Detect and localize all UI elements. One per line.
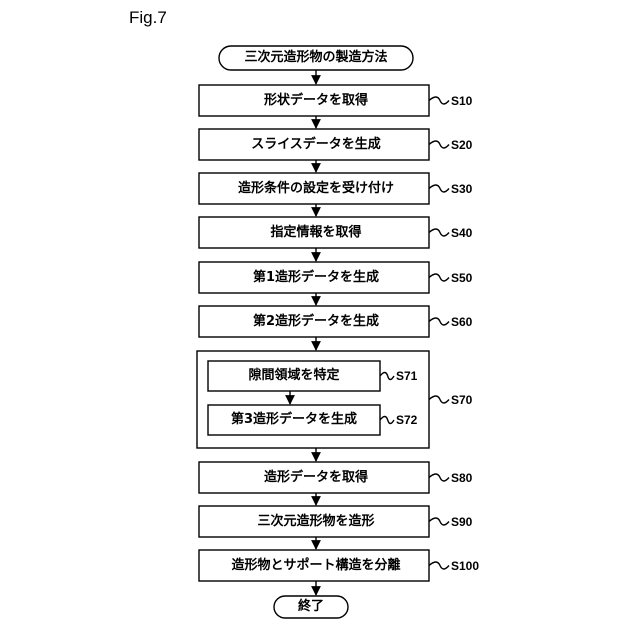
- step-id-s50: S50: [451, 271, 472, 285]
- step-leader-line: [429, 518, 449, 525]
- substep-id-s72: S72: [396, 413, 417, 427]
- start-label: 三次元造形物の製造方法: [244, 50, 387, 66]
- step-label-s100: 造形物とサポート構造を分離: [231, 558, 400, 574]
- step-id-s70: S70: [451, 393, 472, 407]
- substep-id-s71: S71: [396, 369, 417, 383]
- step-leader-line: [429, 185, 449, 192]
- step-label-s60: 第2造形データを生成: [253, 314, 379, 330]
- step-id-s60: S60: [451, 315, 472, 329]
- step-id-s30: S30: [451, 182, 472, 196]
- step-id-s20: S20: [451, 138, 472, 152]
- substep-label-s71: 隙間領域を特定: [248, 368, 339, 384]
- step-leader-line: [429, 274, 449, 281]
- step-label-s40: 指定情報を取得: [270, 225, 361, 241]
- step-leader-line: [429, 97, 449, 104]
- step-leader-line: [429, 229, 449, 236]
- end-label: 終了: [298, 599, 324, 615]
- step-id-s40: S40: [451, 226, 472, 240]
- step-id-s80: S80: [451, 471, 472, 485]
- step-leader-line: [429, 474, 449, 481]
- step-leader-line: [429, 562, 449, 569]
- step-label-s30: 造形条件の設定を受け付け: [238, 181, 394, 197]
- process-group-s70: [197, 351, 429, 448]
- step-id-s10: S10: [451, 94, 472, 108]
- step-leader-line: [429, 141, 449, 148]
- step-label-s50: 第1造形データを生成: [253, 270, 379, 286]
- step-leader-line: [429, 396, 449, 403]
- step-label-s80: 造形データを取得: [264, 470, 368, 486]
- step-id-s90: S90: [451, 515, 472, 529]
- step-label-s20: スライスデータを生成: [251, 137, 381, 153]
- step-id-s100: S100: [451, 559, 479, 573]
- substep-label-s72: 第3造形データを生成: [231, 412, 357, 428]
- step-leader-line: [380, 373, 394, 380]
- step-leader-line: [429, 318, 449, 325]
- step-leader-line: [380, 417, 394, 424]
- step-label-s10: 形状データを取得: [264, 93, 368, 109]
- step-label-s90: 三次元造形物を造形: [257, 514, 374, 530]
